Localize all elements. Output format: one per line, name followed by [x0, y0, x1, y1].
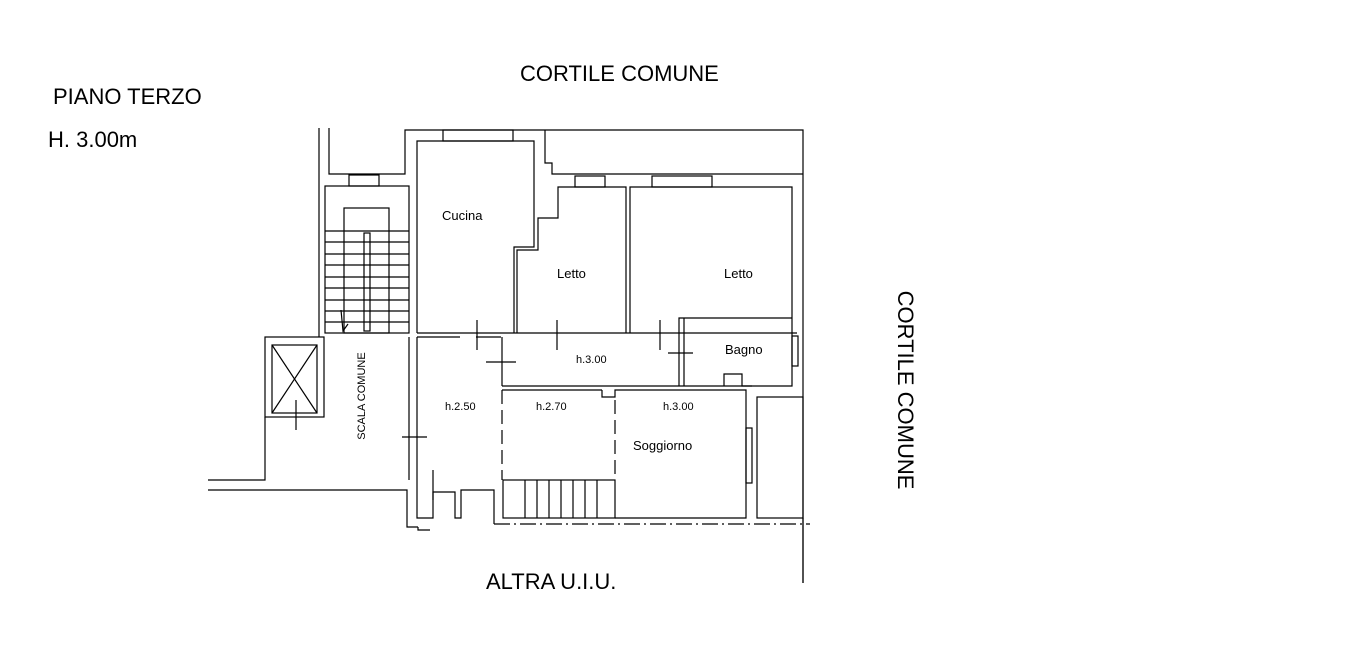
height-middle: h.2.70 [536, 401, 567, 413]
height-soggiorno: h.3.00 [663, 401, 694, 413]
wall-letto [629, 186, 793, 333]
window [348, 174, 380, 187]
wall-cucina [416, 140, 535, 333]
lift-shaft [264, 336, 325, 418]
surrounding-right: CORTILE COMUNE [893, 290, 918, 490]
room-scala-comune: SCALA COMUNE [356, 352, 368, 440]
stair-bottom [502, 479, 616, 519]
room-bagno: Bagno [725, 342, 763, 357]
stair-treads [325, 207, 409, 334]
wall [208, 417, 266, 481]
room-letto-2: Letto [724, 266, 753, 281]
window [442, 129, 514, 142]
wall-bagno [678, 317, 792, 386]
floor-height: H. 3.00m [48, 127, 138, 152]
wall [208, 489, 418, 528]
window [791, 335, 799, 367]
lift-cabin [271, 344, 318, 414]
stair-treads [524, 480, 598, 518]
wall [544, 130, 803, 175]
window [651, 175, 713, 188]
height-corridor: h.3.00 [576, 354, 607, 366]
wall-letto [516, 186, 627, 333]
room-cucina: Cucina [442, 208, 483, 223]
wall [328, 128, 804, 583]
surrounding-bottom: ALTRA U.I.U. [486, 569, 617, 594]
height-entrance: h.2.50 [445, 401, 476, 413]
room-soggiorno: Soggiorno [633, 438, 693, 453]
wall-soggiorno [601, 389, 747, 519]
window [574, 175, 606, 188]
floor-label: PIANO TERZO [53, 84, 202, 109]
surrounding-top: CORTILE COMUNE [520, 61, 719, 86]
window [745, 427, 753, 484]
room-letto-1: Letto [557, 266, 586, 281]
side-box [756, 396, 804, 519]
